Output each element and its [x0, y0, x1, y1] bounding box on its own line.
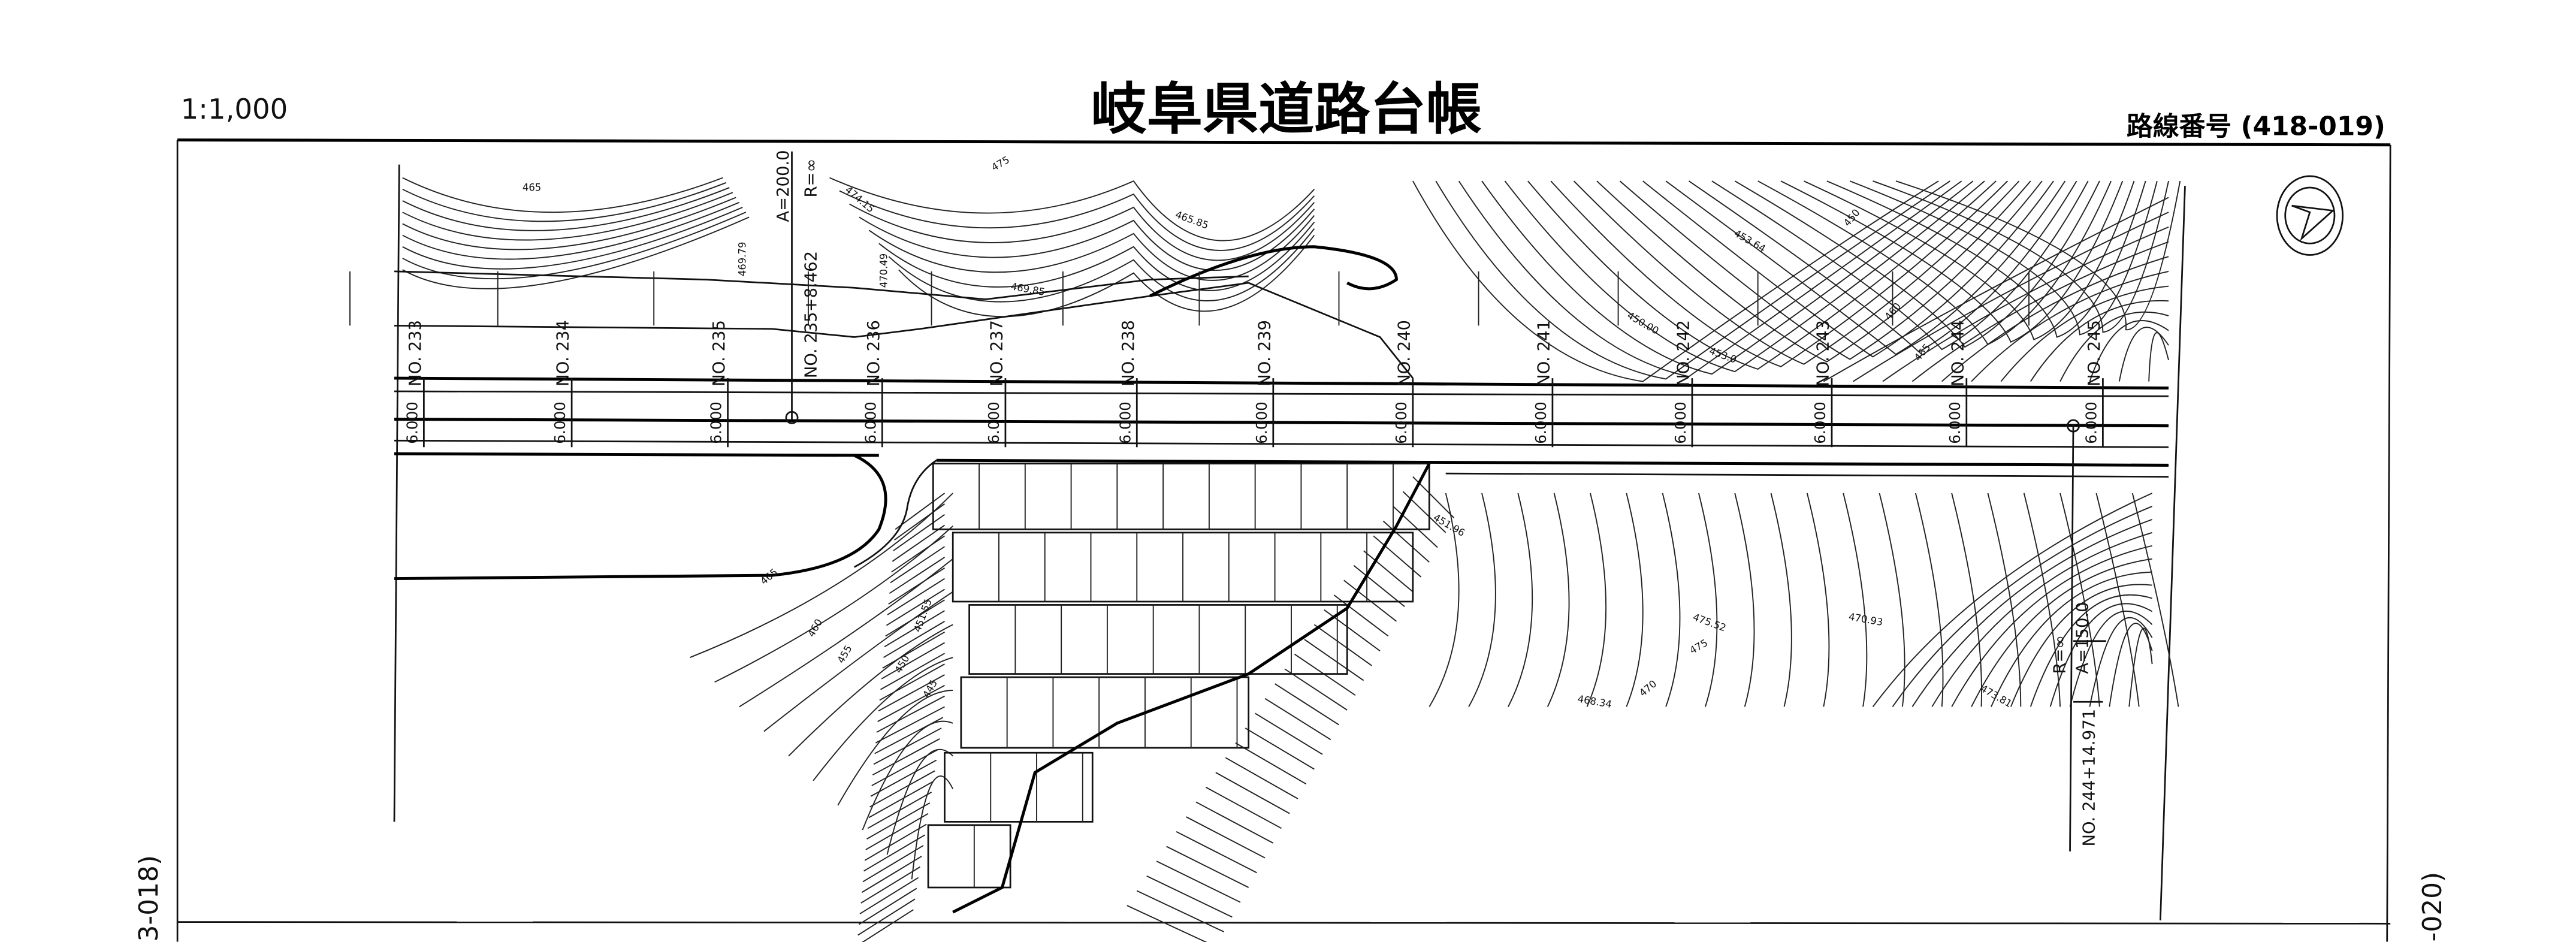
elevation-label: 460 — [805, 617, 825, 639]
station-marker: NO. 237 6.000 — [931, 271, 1006, 448]
station-marker: NO. 243 6.000 — [1757, 271, 1833, 448]
station-label: NO. 237 — [987, 320, 1006, 387]
elevation-label: 451.55 — [911, 597, 934, 634]
road-alignment — [394, 245, 2169, 581]
station-offset: 6.000 — [1811, 401, 1829, 444]
station-offset: 6.000 — [862, 401, 879, 444]
station-offset: 6.000 — [1672, 401, 1689, 444]
station-label: NO. 244 — [1949, 320, 1967, 387]
station-marker: NO. 244 6.000 — [1892, 271, 1967, 448]
elevation-label: 450.00 — [1625, 310, 1660, 337]
curve-param-a: A=150.0 — [2074, 602, 2092, 674]
adjacent-sheet-right: -020) — [2417, 872, 2448, 942]
elevation-label: 474.15 — [843, 184, 877, 215]
station-offset: 6.000 — [1532, 401, 1550, 444]
elevation-label: 470 — [1637, 678, 1659, 699]
adjacent-sheet-left: 3-018) — [134, 855, 164, 942]
station-marker: NO. 235 6.000 — [653, 271, 729, 448]
station-offset: 6.000 — [985, 401, 1002, 444]
elevation-label: 465 — [758, 566, 780, 587]
station-offset: 6.000 — [1946, 401, 1964, 444]
curve-station-label: NO. 235+8.462 — [802, 251, 821, 378]
station-label: NO. 233 — [406, 320, 425, 387]
station-marker: NO. 234 6.000 — [497, 271, 573, 448]
retaining-wall — [927, 463, 1431, 914]
station-marker: NO. 240 6.000 — [1338, 271, 1414, 448]
station-offset: 6.000 — [708, 401, 725, 444]
map-area-boundary — [393, 164, 2186, 920]
elevation-label: 465 — [523, 182, 541, 194]
station-offset: 6.000 — [1116, 401, 1134, 444]
north-arrow-icon — [2276, 175, 2344, 256]
station-label: NO. 240 — [1395, 320, 1414, 387]
station-offset: 6.000 — [1253, 401, 1270, 444]
station-label: NO. 242 — [1674, 320, 1693, 387]
elevation-label: 473.81 — [1979, 683, 2014, 709]
curve-param-r: R=∞ — [802, 159, 821, 198]
station-label: NO. 238 — [1119, 320, 1138, 387]
contour-lines — [402, 177, 2181, 942]
elevation-label: 470.49 — [878, 253, 890, 288]
station-offset: 6.000 — [551, 401, 569, 444]
elevation-label: 450 — [1841, 207, 1862, 228]
elevation-label: 451.96 — [1432, 512, 1467, 539]
elevation-label: 460 — [1882, 300, 1903, 322]
curve-point-1: A=200.0 R=∞ NO. 235+8.462 — [774, 150, 821, 424]
station-label: NO. 245 — [2085, 320, 2104, 387]
elevation-label: 469.79 — [737, 242, 748, 277]
station-marker: NO. 233 6.000 — [349, 271, 425, 448]
station-marker: NO. 236 6.000 — [807, 271, 883, 448]
elevation-label: 468.34 — [1577, 693, 1612, 710]
station-label: NO. 235 — [710, 320, 729, 387]
scale-label: 1:1,000 — [181, 93, 288, 125]
station-marker: NO. 239 6.000 — [1198, 271, 1274, 448]
station-marker: NO. 241 6.000 — [1478, 271, 1553, 448]
sheet-title: 岐阜県道路台帳 — [1091, 76, 1482, 141]
station-offset: 6.000 — [2082, 401, 2100, 444]
elevation-label: 455 — [835, 643, 854, 665]
elevation-label: 453.0 — [1708, 345, 1738, 366]
elevation-label: 475.52 — [1692, 611, 1728, 634]
elevation-label: 475 — [989, 154, 1011, 173]
curve-station-label: NO. 244+14.971 — [2080, 709, 2099, 847]
sheet-frame — [176, 138, 2391, 942]
elevation-label: 450 — [892, 653, 911, 675]
curve-point-2: R=∞ A=150.0 NO. 244+14.971 — [2050, 419, 2106, 852]
station-label: NO. 241 — [1535, 320, 1553, 387]
route-number: 路線番号 (418-019) — [2127, 111, 2385, 141]
station-offset: 6.000 — [1393, 401, 1410, 444]
elevation-label: 465.85 — [1174, 209, 1210, 231]
station-offset: 6.000 — [403, 401, 421, 444]
station-marker: NO. 238 6.000 — [1062, 271, 1138, 448]
station-label: NO. 243 — [1814, 320, 1833, 387]
curve-param-a: A=200.0 — [774, 150, 793, 222]
station-label: NO. 236 — [865, 320, 883, 387]
station-marker: NO. 245 6.000 — [2028, 271, 2104, 448]
station-label: NO. 234 — [554, 320, 573, 387]
station-label: NO. 239 — [1255, 320, 1274, 387]
curve-param-r: R=∞ — [2050, 635, 2069, 674]
station-marker: NO. 242 6.000 — [1617, 271, 1693, 448]
elevation-label: 475 — [1687, 637, 1710, 656]
